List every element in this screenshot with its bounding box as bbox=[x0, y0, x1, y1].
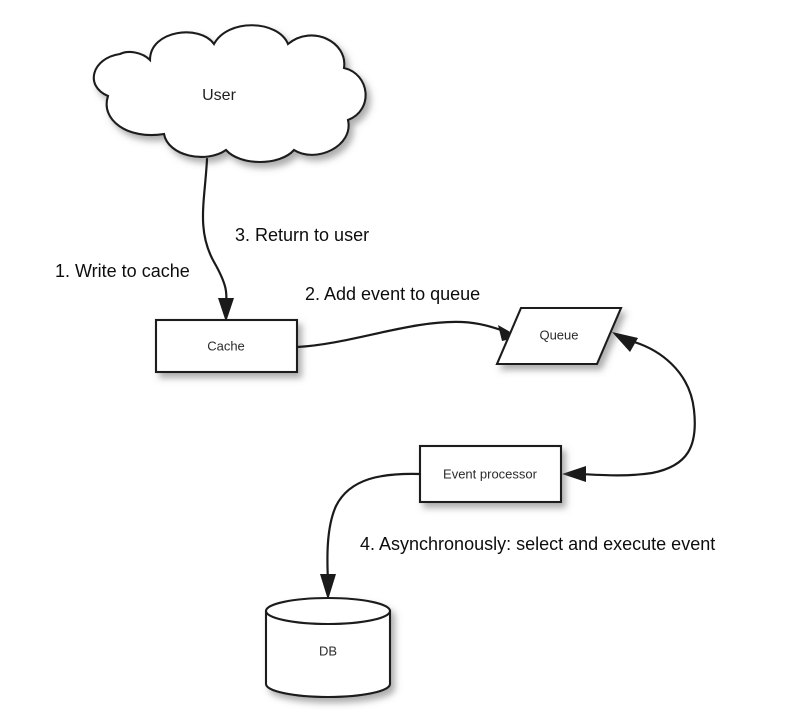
step-label-4: 4. Asynchronously: select and execute ev… bbox=[360, 534, 715, 554]
step-label-3: 3. Return to user bbox=[235, 225, 369, 245]
node-queue-label: Queue bbox=[539, 327, 578, 342]
node-db-label: DB bbox=[319, 643, 337, 658]
node-queue[interactable]: Queue bbox=[495, 306, 623, 366]
db-top-ellipse bbox=[264, 596, 392, 626]
edge-user-to-cache-path bbox=[201, 157, 228, 310]
node-db[interactable]: DB bbox=[264, 596, 392, 699]
edge-cache-to-queue-path bbox=[295, 320, 506, 349]
node-user-label: User bbox=[202, 87, 236, 104]
step-label-2: 2. Add event to queue bbox=[305, 284, 480, 304]
node-cache-label: Cache bbox=[207, 338, 245, 353]
db-body-shape bbox=[264, 609, 392, 699]
cloud-shape bbox=[92, 24, 367, 164]
node-user[interactable]: User bbox=[92, 24, 367, 164]
edge-eventprocessor-to-db-arrowhead bbox=[320, 574, 336, 600]
edge-cache-to-queue[interactable] bbox=[295, 320, 519, 349]
edge-queue-eventprocessor-loop[interactable] bbox=[562, 332, 696, 482]
edge-eventprocessor-to-db[interactable] bbox=[320, 472, 422, 600]
edge-loop-arrowhead-eventprocessor bbox=[562, 466, 586, 482]
edge-eventprocessor-to-db-path bbox=[326, 472, 422, 584]
node-cache[interactable]: Cache bbox=[154, 318, 299, 374]
queue-shape bbox=[495, 306, 623, 366]
edge-user-to-cache-arrowhead bbox=[218, 298, 234, 322]
edge-loop-path bbox=[578, 338, 696, 477]
node-event-processor-label: Event processor bbox=[443, 466, 538, 481]
edge-loop-arrowhead-queue bbox=[612, 332, 638, 352]
step-label-1: 1. Write to cache bbox=[55, 261, 190, 281]
edge-user-to-cache[interactable] bbox=[201, 157, 234, 322]
node-event-processor[interactable]: Event processor bbox=[418, 444, 563, 504]
